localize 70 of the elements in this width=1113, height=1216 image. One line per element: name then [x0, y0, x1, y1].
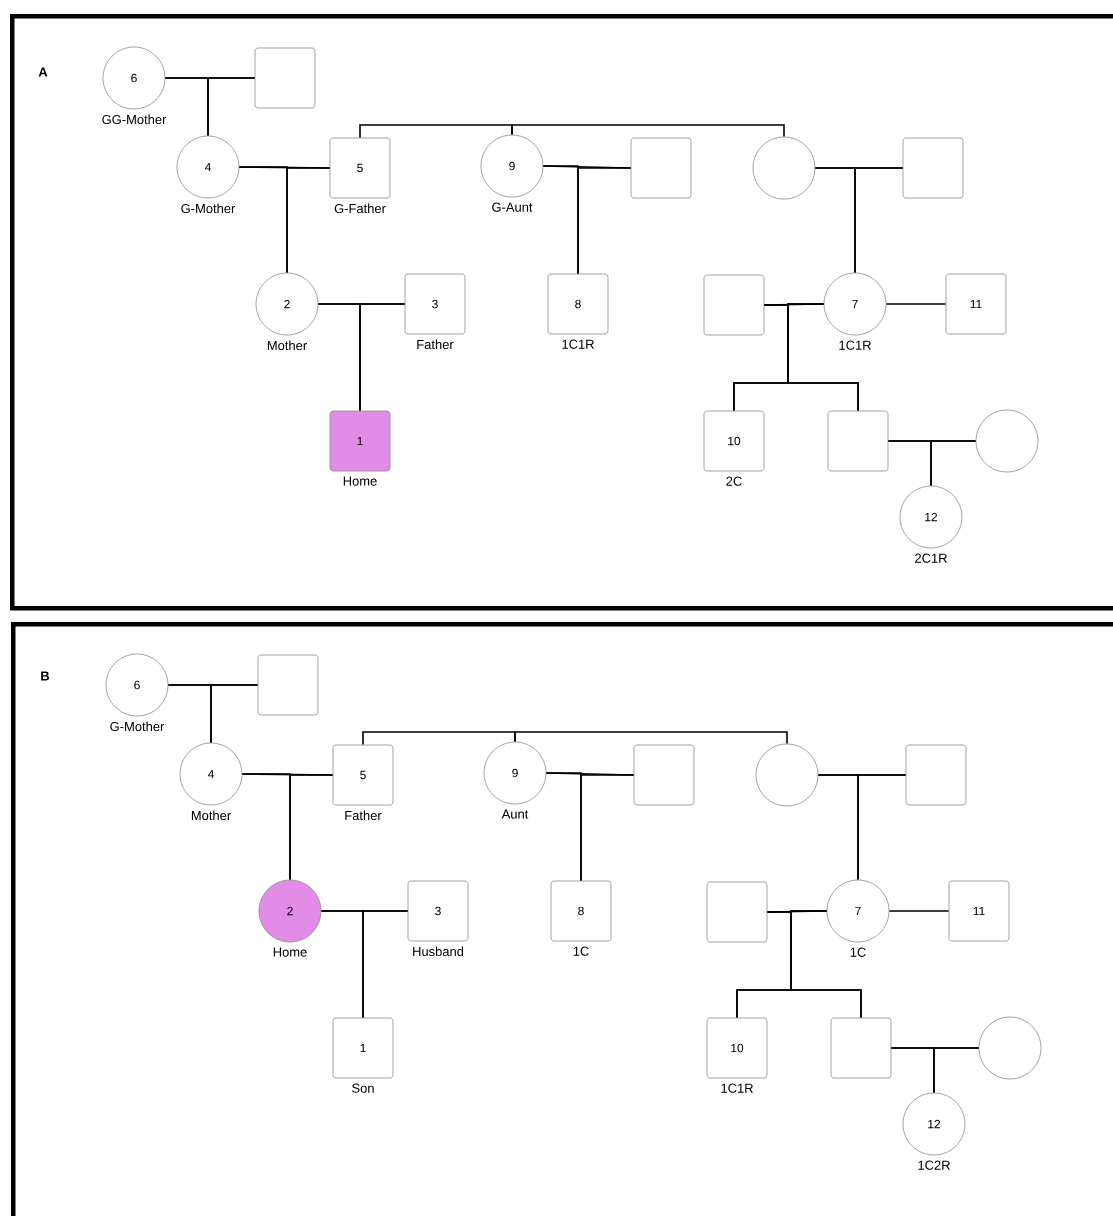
- person-label: 2C1R: [915, 553, 947, 563]
- male-square: 8: [547, 273, 609, 335]
- person-label: Husband: [413, 946, 464, 957]
- person-label: 1C: [850, 947, 866, 957]
- person-label: 2C: [726, 476, 742, 486]
- male-square: 5: [329, 137, 391, 199]
- person-label: 1C: [573, 946, 589, 956]
- pedigree-line: [857, 774, 907, 881]
- male-square: [257, 654, 319, 716]
- person-label: Father: [417, 339, 454, 350]
- person-label: Father: [345, 810, 382, 821]
- male-square: 3: [404, 273, 466, 335]
- panel-letter: B: [41, 671, 50, 681]
- pedigree-line: [362, 731, 516, 746]
- person-label: Aunt: [501, 809, 529, 819]
- pedigree-line: [511, 124, 785, 138]
- male-square: [830, 1017, 892, 1079]
- person-label: G-Mother: [110, 721, 165, 732]
- person-label: G-Aunt: [492, 202, 533, 212]
- male-square: [630, 137, 692, 199]
- male-square: [902, 137, 964, 199]
- pedigree-line: [514, 731, 788, 745]
- pedigree-line: [787, 303, 859, 412]
- male-square: 11: [945, 273, 1007, 335]
- pedigree-line: [888, 910, 950, 912]
- pedigree-line: [286, 167, 331, 274]
- person-label: Mother: [267, 340, 307, 351]
- pedigree-line: [207, 77, 256, 137]
- pedigree-line: [289, 774, 334, 881]
- panel-letter: A: [38, 67, 48, 77]
- male-square: 3: [407, 880, 469, 942]
- pedigree-line: [577, 167, 632, 275]
- pedigree-line: [933, 1047, 980, 1094]
- pedigree-line: [930, 440, 977, 487]
- person-label: G-Father: [334, 203, 386, 214]
- person-label: Son: [352, 1083, 374, 1093]
- person-label: 1C1R: [562, 339, 594, 349]
- person-label: Home: [273, 947, 307, 957]
- person-label: 1C1R: [839, 340, 871, 350]
- female-circle: [978, 1016, 1042, 1080]
- pedigree-line: [790, 910, 862, 1019]
- pedigree-line: [854, 167, 904, 274]
- male-square: 10: [706, 1017, 768, 1079]
- female-circle: [752, 136, 816, 200]
- pedigree-line: [359, 124, 513, 139]
- male-square: [827, 410, 889, 472]
- person-label: 1C2R: [918, 1160, 950, 1170]
- pedigree-line: [580, 774, 635, 882]
- person-label: Mother: [191, 810, 231, 821]
- female-circle: [755, 743, 819, 807]
- female-circle: [975, 409, 1039, 473]
- male-square: 10: [703, 410, 765, 472]
- male-square: [703, 274, 765, 336]
- pedigree-line: [359, 303, 406, 412]
- person-label: G-Mother: [181, 203, 236, 214]
- male-square: 1: [332, 1017, 394, 1079]
- person-label: Home: [343, 476, 377, 486]
- pedigree-line: [210, 684, 259, 744]
- pedigree-line: [362, 910, 409, 1019]
- male-square: 5: [332, 744, 394, 806]
- pedigree-line: [885, 303, 947, 305]
- male-square: 11: [948, 880, 1010, 942]
- person-label: 1C1R: [721, 1083, 753, 1093]
- male-square: 1: [329, 410, 391, 472]
- male-square: [633, 744, 695, 806]
- male-square: [254, 47, 316, 109]
- person-label: GG-Mother: [102, 114, 167, 125]
- male-square: 8: [550, 880, 612, 942]
- male-square: [905, 744, 967, 806]
- male-square: [706, 881, 768, 943]
